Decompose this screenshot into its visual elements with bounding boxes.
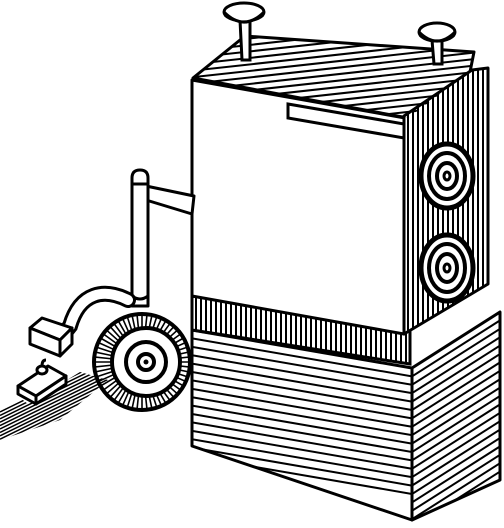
spoked-wheel-icon [92,312,192,412]
hatch-line [192,345,412,386]
hatch-line [192,429,412,470]
hatch-line [192,337,412,378]
hatch-line [412,353,500,411]
hatch-line [412,428,500,487]
wheel-arm [130,168,196,308]
hatch-line [94,364,113,369]
hatch-line [412,336,500,395]
hatch-line [107,383,123,400]
brush-icon [16,358,68,406]
hatch-line [193,51,474,85]
hatch-line [0,377,108,434]
hatch-line [412,378,500,437]
hatch-line [98,336,117,348]
concentric-ring-speaker-icon [418,141,476,211]
hatch-line [0,387,108,440]
hatch-line [95,340,115,351]
hatch-line [192,446,412,487]
hatch-line [94,367,113,374]
round-knob-icon [417,21,457,66]
hatch-line [412,344,500,403]
hatch-line [412,319,500,378]
hatch-line [412,403,500,462]
hatch-line [192,421,412,462]
hatch-line [107,324,123,341]
hatch-line [412,462,500,520]
hatch-line [0,381,108,437]
hatch-line [193,36,474,53]
round-knob-icon [222,1,266,62]
hatch-line [412,395,500,453]
hatch-line [412,437,500,495]
hatch-line [192,379,412,420]
hatch-line [412,453,500,512]
cabinet-slot [286,102,406,140]
hatch-line [192,371,412,411]
hatch-line [412,386,500,445]
hatch-line [0,391,108,440]
hatch-line [412,361,500,420]
base-right-grain [412,319,500,520]
hatch-line [192,396,412,437]
hatch-line [192,413,412,453]
hatch-line [412,411,500,470]
hatch-line [0,374,108,430]
hatch-line [104,327,121,343]
hatch-line [94,355,113,360]
hatch-line [192,404,412,445]
hatch-line [0,372,108,427]
hatch-line [94,370,114,379]
hatch-line [192,354,412,395]
hatch-line [192,362,412,403]
hatch-line [412,420,500,479]
cable-plug-icon [28,316,74,358]
hatch-line [94,350,113,357]
hatch-line [192,387,412,428]
hatch-line [193,57,474,92]
base-front-grain [192,337,412,495]
hatch-line [412,327,500,386]
hatch-line [101,331,119,346]
hatch-line [101,378,119,393]
hatch-line [104,381,121,397]
hatch-line [412,445,500,504]
hatch-line [0,372,108,423]
hatch-line [94,345,114,354]
hatch-line [412,369,500,428]
hatch-line [192,438,412,479]
concentric-ring-speaker-icon [418,232,476,304]
